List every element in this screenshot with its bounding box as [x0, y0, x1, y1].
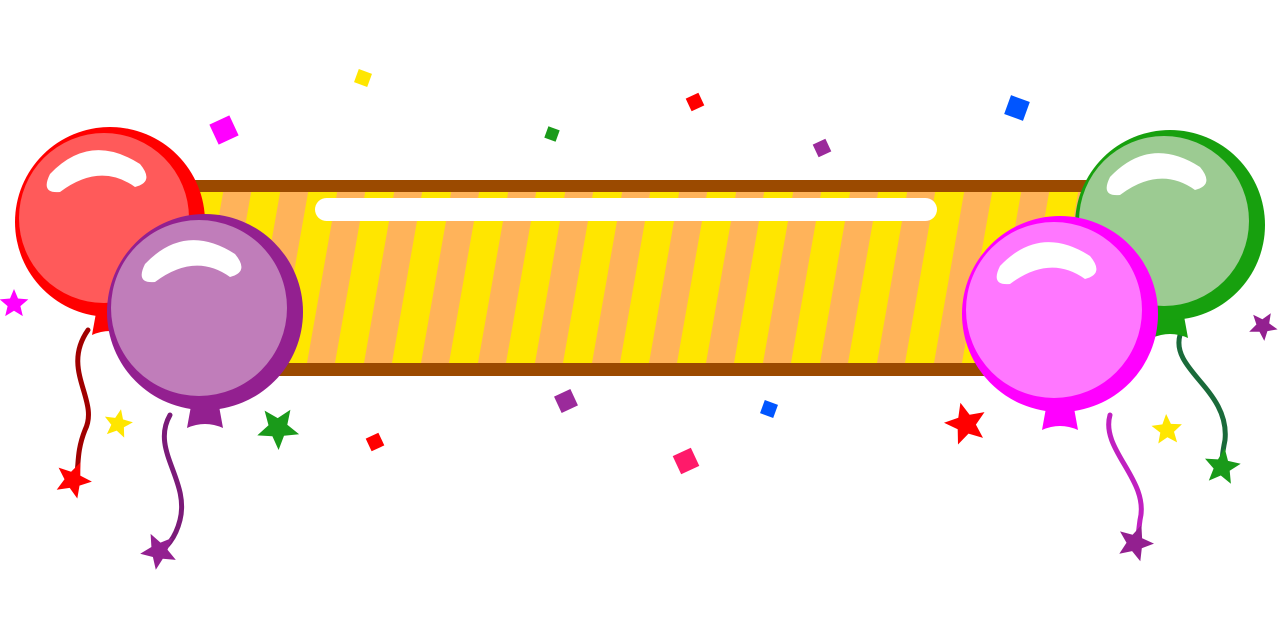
- balloons: [15, 127, 1265, 430]
- balloon-shine: [1106, 153, 1207, 196]
- balloon-shine: [141, 240, 242, 283]
- balloon-knot: [1152, 316, 1188, 338]
- star-icon: [257, 409, 300, 450]
- confetti-piece: [685, 92, 705, 112]
- confetti-piece: [544, 126, 560, 142]
- star-icon: [1151, 414, 1182, 444]
- balloon-knot: [187, 406, 223, 428]
- stars: [0, 289, 1278, 570]
- confetti-piece: [354, 69, 372, 87]
- purple-balloon-string: [157, 412, 185, 555]
- star-icon: [944, 402, 985, 445]
- balloon-knot: [1042, 408, 1078, 430]
- purple-balloon: [107, 214, 303, 428]
- confetti-piece: [812, 138, 832, 158]
- confetti-piece: [209, 115, 239, 145]
- star-icon: [56, 462, 92, 499]
- confetti-piece: [672, 447, 700, 475]
- confetti-piece: [1004, 95, 1030, 121]
- confetti: [209, 69, 1030, 475]
- banner-highlight: [315, 198, 937, 221]
- star-icon: [104, 409, 133, 438]
- star-icon: [0, 289, 29, 317]
- star-icon: [1249, 313, 1278, 341]
- confetti-piece: [365, 432, 385, 452]
- red-balloon-string: [72, 327, 91, 483]
- star-icon: [1205, 448, 1241, 484]
- balloon-shine: [996, 242, 1097, 285]
- pink-balloon: [962, 216, 1158, 430]
- balloon-shine: [46, 150, 147, 193]
- star-icon: [1119, 525, 1154, 562]
- pink-balloon-string: [1106, 412, 1144, 548]
- star-icon: [140, 533, 176, 570]
- green-balloon-string: [1176, 332, 1228, 471]
- banner: [185, 180, 1090, 376]
- confetti-piece: [760, 400, 778, 418]
- confetti-piece: [554, 389, 578, 413]
